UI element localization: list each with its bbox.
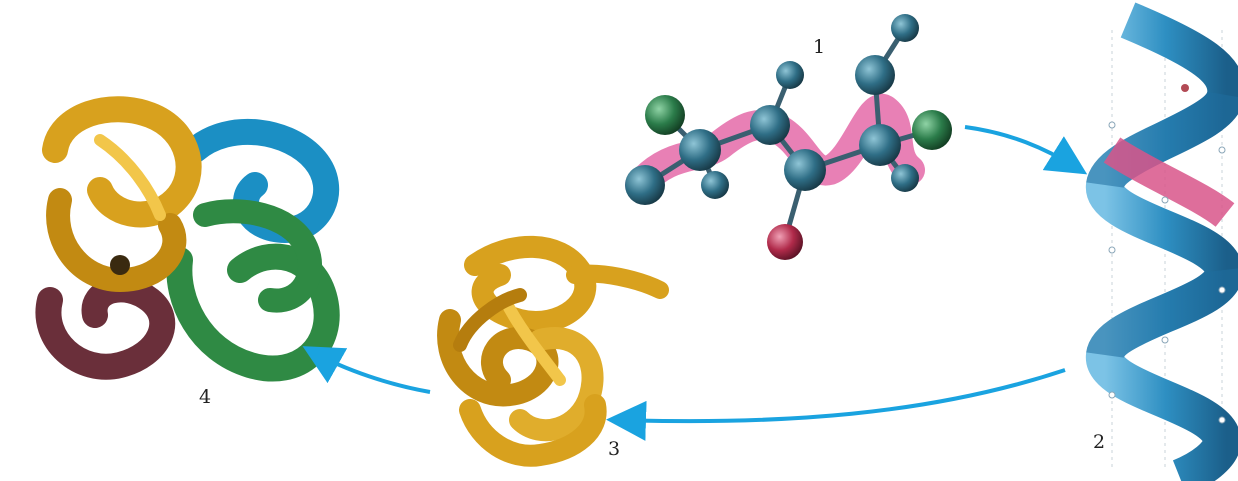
folded-protein-icon [437,235,669,467]
protein-complex-icon [35,96,340,382]
alpha-helix-icon [1086,2,1238,481]
arrow-1-to-2 [964,125,1088,175]
stage-label-1: 1 [813,36,826,58]
stage-label-4: 4 [199,386,212,408]
arrow-2-to-3 [606,368,1066,441]
amino-acid-chain-icon [625,14,952,260]
stage-label-2: 2 [1093,431,1106,453]
arrow-3-to-4 [302,346,431,394]
stage-label-3: 3 [608,438,621,460]
